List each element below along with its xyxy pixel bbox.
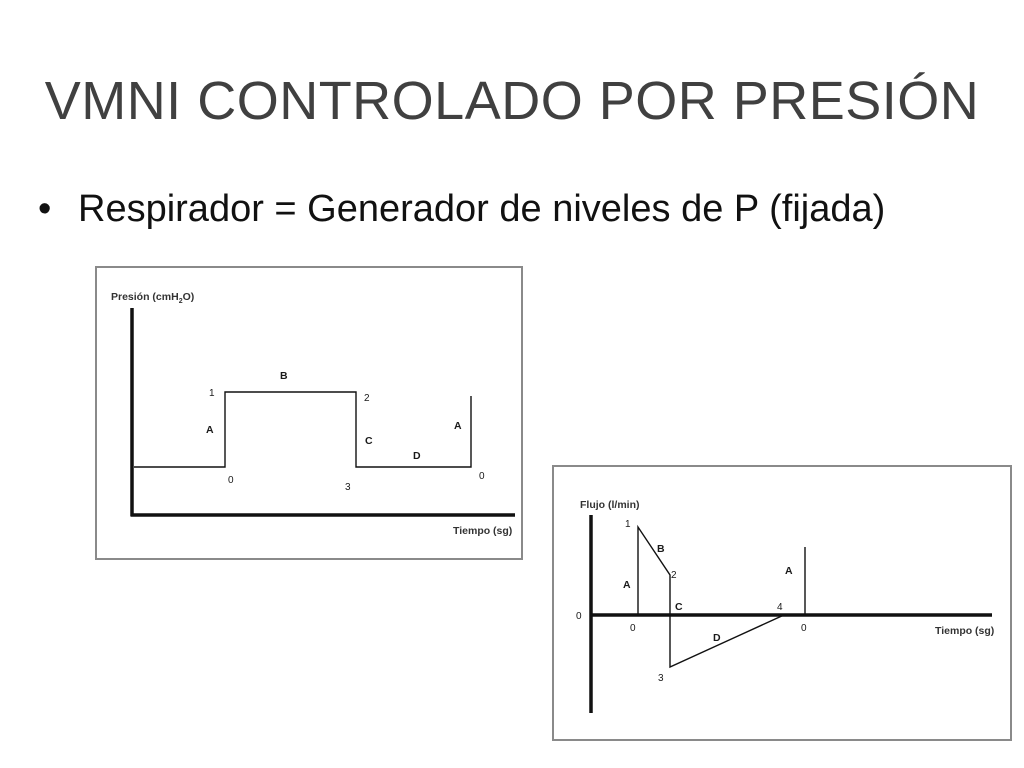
pressure-y-axis-label: Presión (cmH2O) xyxy=(111,291,194,305)
flow-segment-label: A xyxy=(785,565,793,577)
pressure-waveform xyxy=(134,391,472,468)
pressure-segment-label: A xyxy=(206,424,214,436)
flow-segment-label: B xyxy=(657,543,665,555)
flow-point-label: 1 xyxy=(625,519,631,530)
flow-point-label: 3 xyxy=(658,673,664,684)
flow-diagram-svg: Flujo (l/min) 0 0 1 2 3 4 0 A B C D A Ti… xyxy=(576,499,994,713)
flow-y-axis-label: Flujo (l/min) xyxy=(580,499,640,511)
pressure-point-label: 0 xyxy=(479,471,485,482)
pressure-point-label: 1 xyxy=(209,388,215,399)
pressure-segment-label: D xyxy=(413,450,421,462)
pressure-point-label: 0 xyxy=(228,475,234,486)
flow-point-label: 2 xyxy=(671,570,677,581)
flow-point-label: 0 xyxy=(801,623,807,634)
flow-segment-label: D xyxy=(713,632,721,644)
slide-title: VMNI CONTROLADO POR PRESIÓN xyxy=(44,71,980,131)
pressure-point-label: 3 xyxy=(345,482,351,493)
bullet-item: • Respirador = Generador de niveles de P … xyxy=(38,188,885,231)
flow-x-axis-label: Tiempo (sg) xyxy=(935,625,994,637)
flow-zero-label: 0 xyxy=(576,611,582,622)
pressure-point-label: 2 xyxy=(364,393,370,404)
flow-segment-label: A xyxy=(623,579,631,591)
pressure-segment-label: C xyxy=(365,435,373,447)
flow-segment-label: C xyxy=(675,601,683,613)
bullet-text: Respirador = Generador de niveles de P (… xyxy=(78,188,886,230)
pressure-segment-label: A xyxy=(454,420,462,432)
flow-waveform xyxy=(637,524,806,669)
pressure-segment-label: B xyxy=(280,370,288,382)
pressure-x-axis-label: Tiempo (sg) xyxy=(453,525,512,537)
flow-point-label: 4 xyxy=(777,602,783,613)
pressure-diagram: Presión (cmH2O) 0 1 2 3 0 A B C D A Tiem… xyxy=(95,266,523,560)
flow-point-label: 0 xyxy=(630,623,636,634)
flow-diagram: Flujo (l/min) 0 0 1 2 3 4 0 A B C D A Ti… xyxy=(552,465,1012,741)
pressure-diagram-svg: Presión (cmH2O) 0 1 2 3 0 A B C D A Tiem… xyxy=(111,291,515,537)
bullet-marker: • xyxy=(38,188,52,230)
